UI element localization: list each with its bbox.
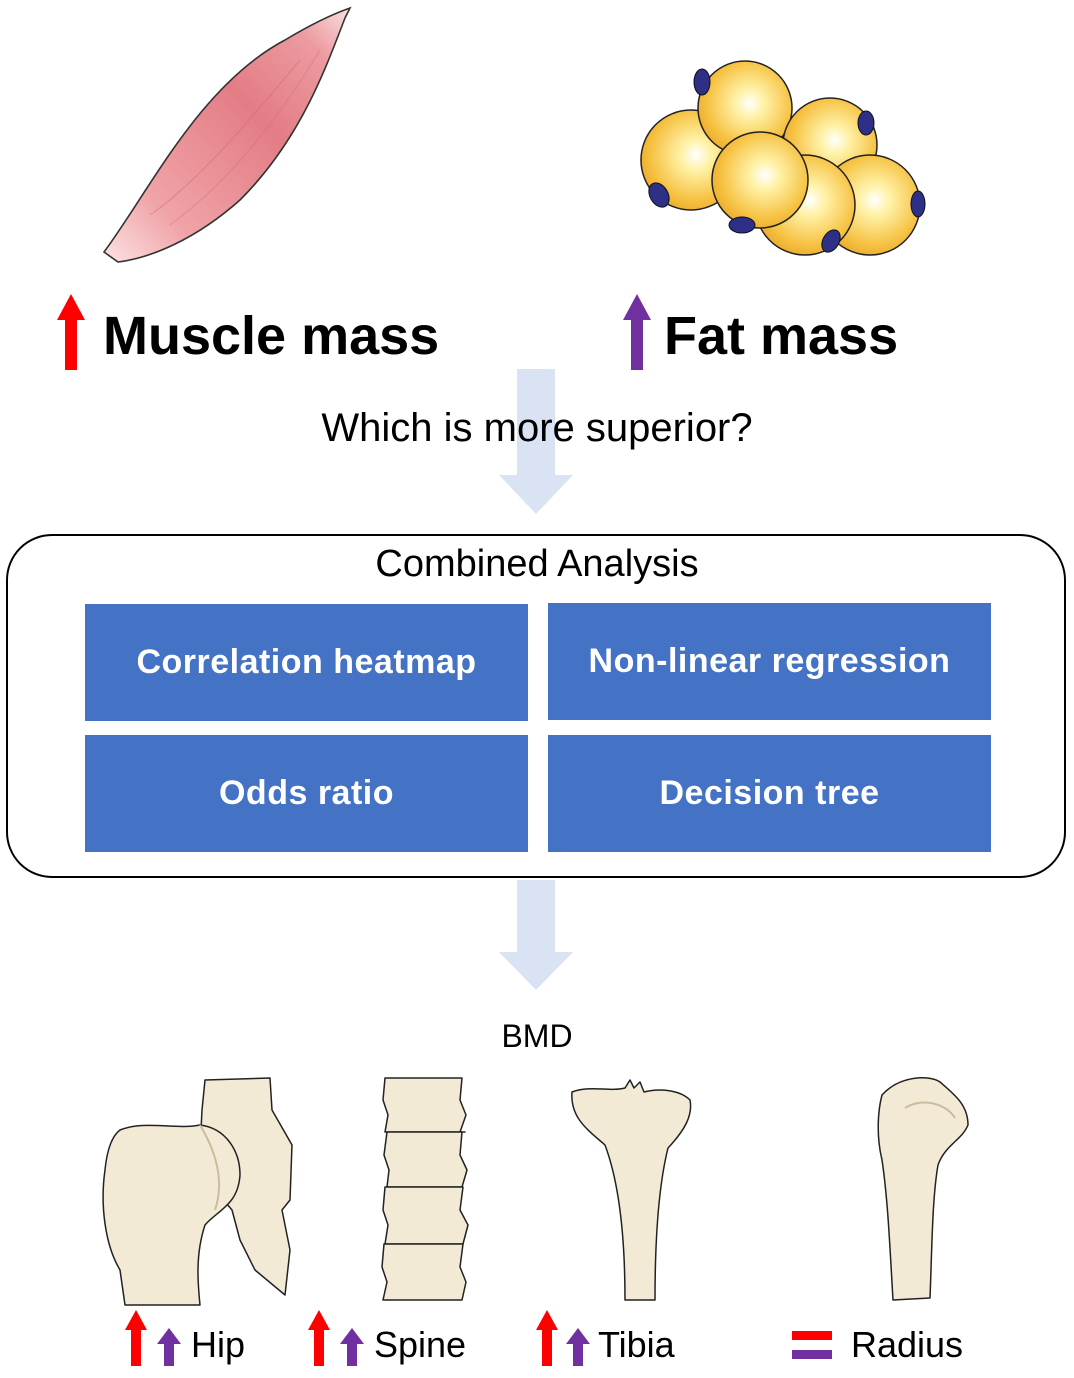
spine-vertebra-1 [382, 1077, 467, 1133]
bmd-label: BMD [501, 1018, 573, 1054]
method-box-non-linear-regression: Non-linear regression [548, 603, 991, 720]
tibia-muscle-up-arrow-icon [536, 1310, 558, 1366]
spine-vertebra-3 [382, 1186, 469, 1245]
spine-vertebra-2 [383, 1131, 468, 1188]
hip-muscle-up-arrow-icon [125, 1310, 147, 1366]
site-label-spine: Spine [374, 1324, 467, 1365]
flow-arrow-down-icon [499, 369, 573, 514]
muscle-increase-arrow-icon [57, 294, 85, 370]
method-box-correlation-heatmap: Correlation heatmap [85, 604, 528, 721]
question-text: Which is more superior? [321, 406, 753, 450]
combined-analysis-panel [6, 534, 1066, 878]
fat-increase-arrow-icon [623, 294, 651, 370]
radius-equal-sign-icon [792, 1331, 832, 1359]
hip-fat-up-arrow-icon [157, 1328, 181, 1366]
spine-vertebra-4 [381, 1243, 467, 1301]
fat-mass-label: Fat mass [664, 306, 899, 366]
combined-analysis-title: Combined Analysis [375, 543, 699, 585]
tibia-shape [571, 1079, 692, 1301]
site-label-radius: Radius [851, 1324, 964, 1365]
radius-shape [877, 1077, 969, 1301]
bones-illustration [102, 1077, 969, 1306]
muscle-illustration [102, 6, 352, 263]
site-label-hip: Hip [191, 1324, 246, 1365]
hip-femur-shape [102, 1124, 241, 1306]
fat-cells-illustration [640, 60, 926, 256]
muscle-mass-label: Muscle mass [103, 306, 440, 366]
spine-muscle-up-arrow-icon [308, 1310, 330, 1366]
method-box-decision-tree: Decision tree [548, 735, 991, 852]
tibia-fat-up-arrow-icon [566, 1328, 590, 1366]
spine-fat-up-arrow-icon [340, 1328, 364, 1366]
method-box-odds-ratio: Odds ratio [85, 735, 528, 852]
site-label-tibia: Tibia [598, 1324, 675, 1365]
flow-arrow-down-icon [499, 880, 573, 990]
